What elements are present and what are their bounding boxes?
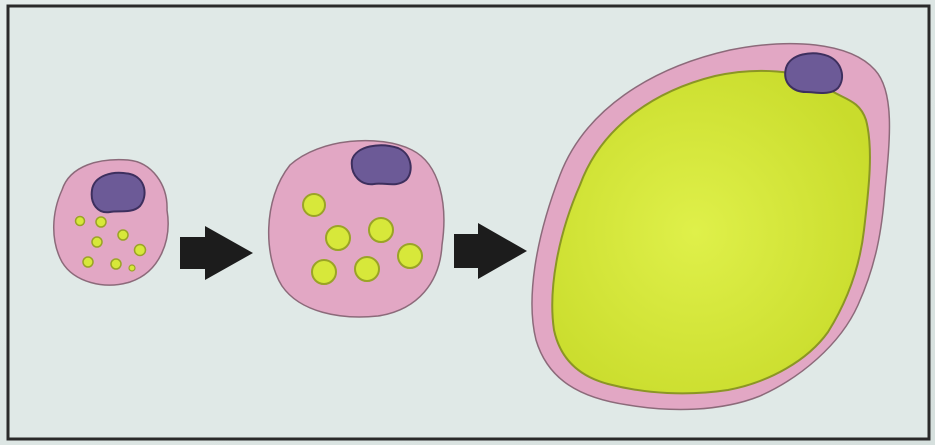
lipid-droplet bbox=[303, 194, 325, 216]
large-cell-nucleus bbox=[785, 53, 842, 93]
lipid-droplet bbox=[398, 244, 422, 268]
medium-cell bbox=[269, 141, 444, 317]
lipid-droplet bbox=[355, 257, 379, 281]
lipid-droplet bbox=[76, 217, 85, 226]
lipid-droplet bbox=[369, 218, 393, 242]
lipid-droplet bbox=[92, 237, 102, 247]
small-cell bbox=[54, 160, 168, 285]
lipid-droplet bbox=[326, 226, 350, 250]
small-cell-nucleus bbox=[92, 173, 145, 212]
lipid-droplet bbox=[83, 257, 93, 267]
lipid-droplet bbox=[129, 265, 135, 271]
lipid-droplet bbox=[135, 245, 146, 256]
lipid-droplet bbox=[96, 217, 106, 227]
lipid-droplet bbox=[118, 230, 128, 240]
medium-cell-nucleus bbox=[352, 145, 411, 184]
lipid-droplet bbox=[111, 259, 121, 269]
lipid-droplet bbox=[312, 260, 336, 284]
